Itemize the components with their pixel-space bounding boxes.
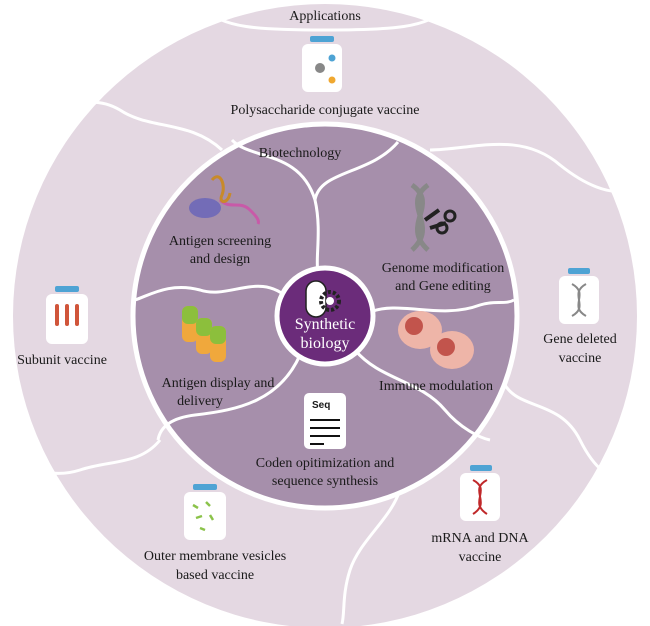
dna-scissors-icon	[410, 182, 457, 252]
antigen-blocks-icon	[182, 306, 226, 362]
app-label-omv-1: Outer membrane vesicles	[144, 549, 286, 564]
biotech-label-immune: Immune modulation	[379, 379, 493, 394]
inner-dividers	[134, 138, 515, 442]
applications-title: Applications	[289, 9, 361, 24]
biotech-label-antigen-screening-1: Antigen screening	[169, 234, 271, 249]
bacterium-gear-icon	[305, 280, 341, 318]
app-label-gene-deleted-1: Gene deleted	[543, 332, 616, 347]
synthetic-biology-center	[274, 265, 376, 367]
sequence-document-icon: Seq	[304, 393, 346, 449]
app-label-gene-deleted-2: vaccine	[559, 351, 602, 366]
seq-label: Seq	[312, 400, 330, 411]
biotech-label-display-2: delivery	[177, 394, 223, 409]
app-label-mrna-dna-2: vaccine	[459, 550, 502, 565]
biotech-label-codon-1: Coden opitimization and	[256, 456, 394, 471]
biotech-label-codon-2: sequence synthesis	[272, 474, 378, 489]
biotechnology-title: Biotechnology	[259, 146, 341, 161]
red-dna-vial-icon	[460, 465, 500, 521]
app-label-mrna-dna-1: mRNA and DNA	[431, 531, 529, 546]
vesicles-vial-icon	[184, 484, 226, 540]
bacteria-vial-icon	[46, 286, 88, 344]
app-label-omv-2: based vaccine	[176, 568, 254, 583]
dna-vial-icon	[559, 268, 599, 324]
app-label-polysaccharide: Polysaccharide conjugate vaccine	[231, 103, 420, 118]
center-line-2: biology	[301, 335, 350, 352]
immune-cells-icon	[398, 311, 474, 369]
app-label-subunit: Subunit vaccine	[17, 353, 107, 368]
outer-dividers	[24, 7, 631, 625]
biotech-label-display-1: Antigen display and	[162, 376, 275, 391]
biotech-label-antigen-screening-2: and design	[190, 252, 250, 267]
biotech-label-genome-2: and Gene editing	[395, 279, 491, 294]
protein-structure-icon	[189, 175, 260, 225]
biotech-label-genome-1: Genome modification	[382, 261, 504, 276]
molecule-vial-icon	[302, 36, 342, 92]
center-line-1: Synthetic	[295, 316, 355, 333]
